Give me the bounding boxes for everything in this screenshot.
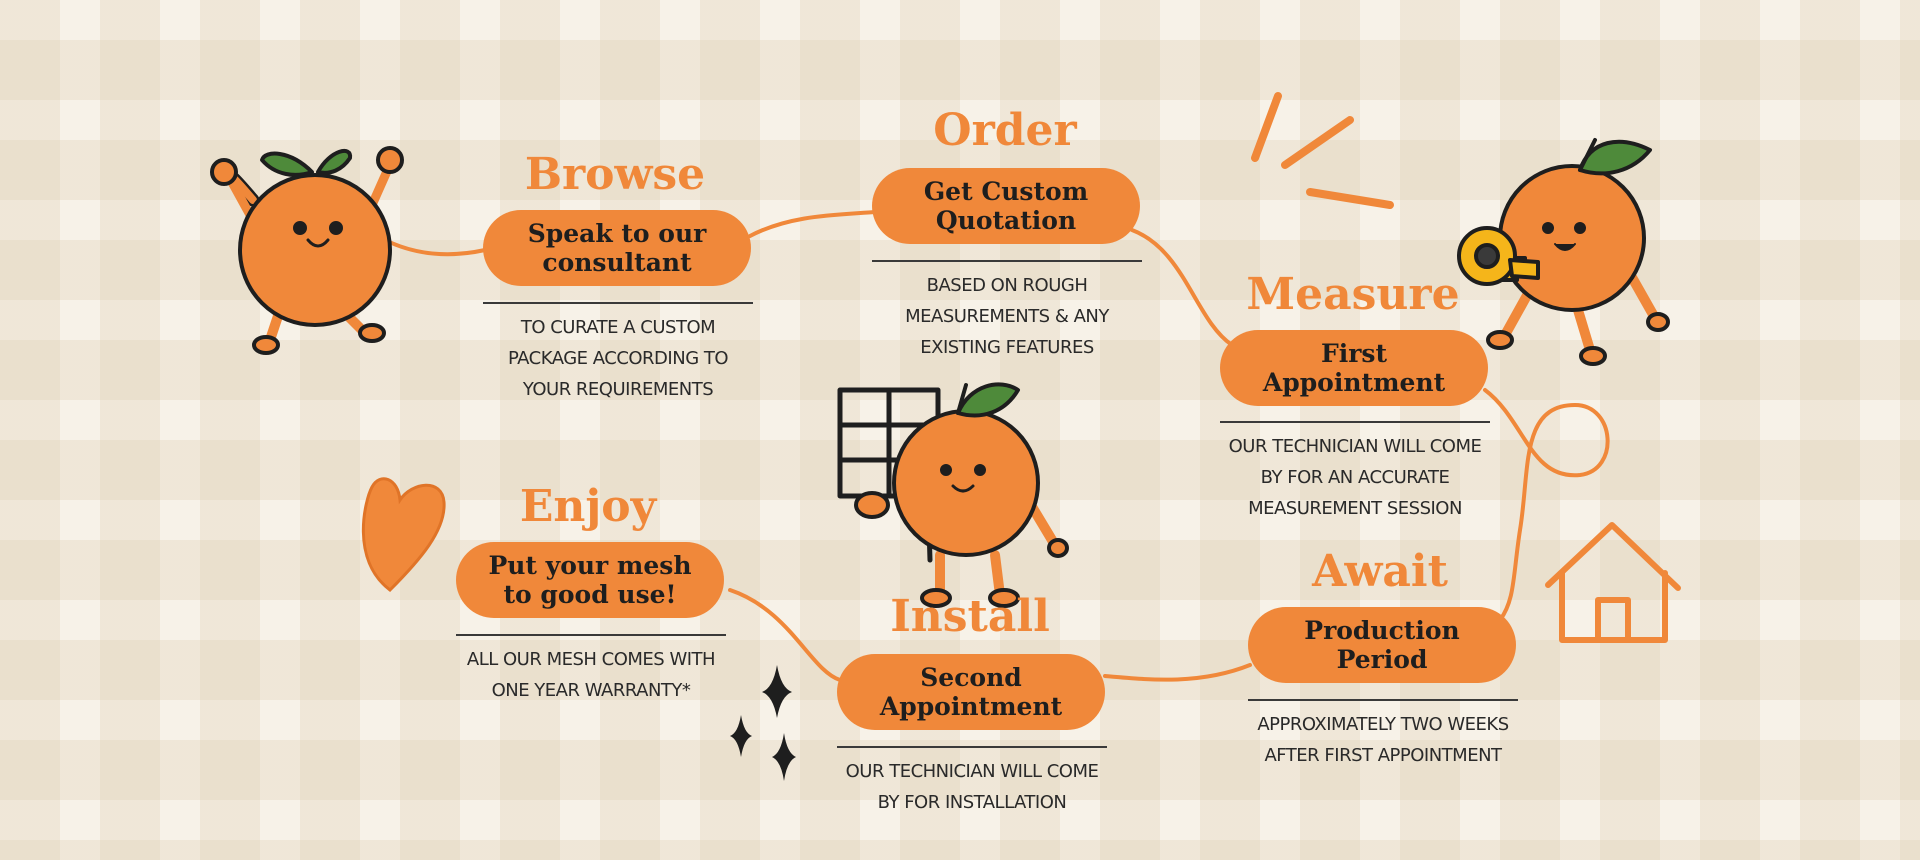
step-pill-order: Get Custom Quotation xyxy=(872,168,1140,244)
step-pill-await: Production Period xyxy=(1248,607,1516,683)
step-divider-order xyxy=(872,260,1142,262)
step-title-order: Order xyxy=(933,105,1077,156)
step-title-install: Install xyxy=(890,591,1050,642)
step-pill-browse: Speak to our consultant xyxy=(483,210,751,286)
step-divider-await xyxy=(1248,699,1518,701)
step-pill-label-install: Second Appointment xyxy=(879,663,1063,721)
step-divider-measure xyxy=(1220,421,1490,423)
step-divider-browse xyxy=(483,302,753,304)
step-title-browse: Browse xyxy=(524,149,706,200)
orange-with-window-mesh-mascot xyxy=(837,382,1069,608)
step-description-measure: OUR TECHNICIAN WILL COME BY FOR AN ACCUR… xyxy=(1228,436,1482,519)
step-pill-install: Second Appointment xyxy=(837,654,1105,730)
step-pill-label-order: Get Custom Quotation xyxy=(923,177,1089,235)
orange-with-tape-measure-mascot xyxy=(1457,138,1670,366)
step-title-measure: Measure xyxy=(1246,269,1460,320)
connector-await-install xyxy=(1103,663,1252,682)
burst-lines-icon xyxy=(1251,92,1394,209)
step-pill-label-enjoy: Put your mesh to good use! xyxy=(488,551,692,609)
step-title-enjoy: Enjoy xyxy=(519,481,657,532)
step-divider-enjoy xyxy=(456,634,726,636)
step-pill-enjoy: Put your mesh to good use! xyxy=(456,542,724,618)
step-pill-measure: First Appointment xyxy=(1220,330,1488,406)
step-pill-label-measure: First Appointment xyxy=(1262,339,1446,397)
connector-browse-order xyxy=(748,210,877,238)
step-description-install: OUR TECHNICIAN WILL COME BY FOR INSTALLA… xyxy=(845,761,1099,813)
step-title-await: Await xyxy=(1312,546,1448,597)
step-pill-label-await: Production Period xyxy=(1304,616,1460,674)
step-pill-label-browse: Speak to our consultant xyxy=(527,219,707,277)
waving-orange-mascot xyxy=(210,146,404,355)
sparkle-icon xyxy=(730,665,796,781)
step-description-enjoy: ALL OUR MESH COMES WITH ONE YEAR WARRANT… xyxy=(466,649,716,701)
step-divider-install xyxy=(837,746,1107,748)
connector-measure-await xyxy=(1483,388,1610,622)
house-icon xyxy=(1545,522,1681,643)
connector-order-measure xyxy=(1130,228,1234,347)
connector-install-enjoy xyxy=(728,588,842,682)
heart-icon xyxy=(361,477,446,592)
step-description-await: APPROXIMATELY TWO WEEKS AFTER FIRST APPO… xyxy=(1257,714,1509,766)
step-description-browse: TO CURATE A CUSTOM PACKAGE ACCORDING TO … xyxy=(507,317,729,400)
step-description-order: BASED ON ROUGH MEASUREMENTS & ANY EXISTI… xyxy=(905,275,1109,358)
connector-mascot-browse xyxy=(383,238,487,257)
